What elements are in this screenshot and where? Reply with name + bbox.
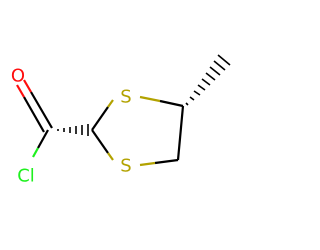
chlorine-atom: Cl [17,166,35,187]
molecule-canvas: O Cl S S [10,54,231,187]
atom-labels: O Cl S S [11,66,132,187]
bond-c5-c4 [176,105,185,161]
bond-c2-s1 [91,106,109,131]
bond-c4-s3-yellow [139,161,156,167]
bond-c2-s3-yellow [107,152,114,161]
molecule-structure: O Cl S S [11,54,231,187]
oxygen-atom: O [11,66,25,87]
bonds [16,54,231,167]
hashed-wedge-methyl [185,54,231,106]
bond-carbonyl-double-b [23,96,45,133]
bond-c4-s3 [154,158,179,165]
bond-c2-s3 [91,129,109,154]
bond-carbonyl-double-b-red [16,84,25,98]
bond-carbon-chlorine-green [32,147,39,158]
sulfur-atom-top: S [120,87,131,108]
bond-carbonyl-double-a [30,91,53,129]
bond-c2-s1-yellow [107,99,114,108]
bond-s1-c5-black [159,99,184,108]
bond-carbon-chlorine [37,129,49,149]
hashed-wedge-c2 [57,124,89,136]
bond-s1-c5 [139,95,161,103]
bond-carbonyl-double-a-red [23,79,32,93]
sulfur-atom-bottom: S [120,156,131,177]
